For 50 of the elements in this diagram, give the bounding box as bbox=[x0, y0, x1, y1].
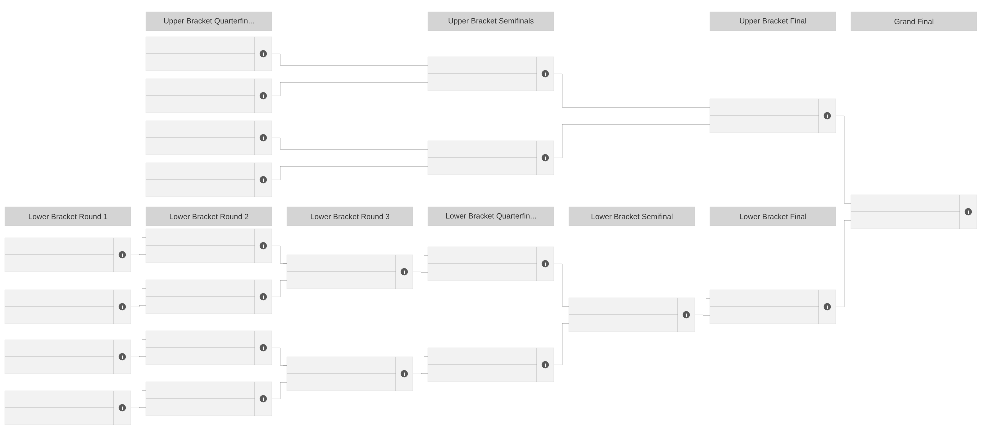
bracket-line bbox=[424, 356, 428, 357]
match-box bbox=[710, 98, 836, 134]
bracket-line bbox=[554, 124, 710, 158]
bracket-line bbox=[424, 255, 428, 256]
match-box bbox=[428, 348, 554, 382]
match-box bbox=[146, 228, 272, 264]
bracket-line bbox=[272, 280, 288, 298]
match-box bbox=[850, 194, 978, 230]
bracket-line bbox=[131, 356, 146, 358]
bracket-line bbox=[142, 339, 146, 340]
match-box bbox=[146, 78, 272, 114]
bracket-line bbox=[272, 82, 428, 96]
bracket-line bbox=[836, 116, 852, 204]
bracket-line bbox=[413, 373, 428, 374]
match-box bbox=[286, 356, 414, 392]
match-box bbox=[146, 382, 272, 416]
match-box bbox=[286, 254, 414, 290]
bracket-line bbox=[706, 298, 710, 299]
match-box bbox=[428, 140, 554, 176]
match-box bbox=[146, 120, 272, 156]
bracket-line bbox=[131, 305, 146, 308]
bracket-line bbox=[142, 390, 146, 391]
match-box bbox=[710, 290, 836, 324]
bracket-line bbox=[836, 220, 852, 308]
match-box bbox=[146, 36, 272, 72]
bracket-line bbox=[272, 166, 428, 180]
bracket-line bbox=[554, 74, 710, 108]
bracket-line bbox=[282, 365, 288, 366]
bracket-line bbox=[413, 272, 428, 273]
bracket-line bbox=[131, 407, 146, 408]
match-box bbox=[4, 390, 132, 426]
bracket-line bbox=[554, 323, 570, 366]
bracket-line bbox=[142, 237, 146, 238]
match-box bbox=[146, 280, 272, 314]
match-box bbox=[568, 298, 696, 332]
bracket-line bbox=[554, 264, 570, 307]
match-box bbox=[4, 290, 132, 324]
bracket-line bbox=[272, 54, 428, 66]
bracket-line bbox=[272, 138, 428, 150]
bracket-line bbox=[142, 288, 146, 289]
bracket-line bbox=[695, 315, 710, 316]
bracket-line bbox=[131, 254, 146, 256]
match-box bbox=[428, 56, 554, 92]
match-box bbox=[146, 330, 272, 366]
bracket-line bbox=[272, 382, 288, 400]
match-box bbox=[4, 340, 132, 374]
match-box bbox=[428, 246, 554, 282]
match-box bbox=[4, 238, 132, 272]
bracket-line bbox=[282, 263, 288, 264]
match-box bbox=[146, 162, 272, 198]
